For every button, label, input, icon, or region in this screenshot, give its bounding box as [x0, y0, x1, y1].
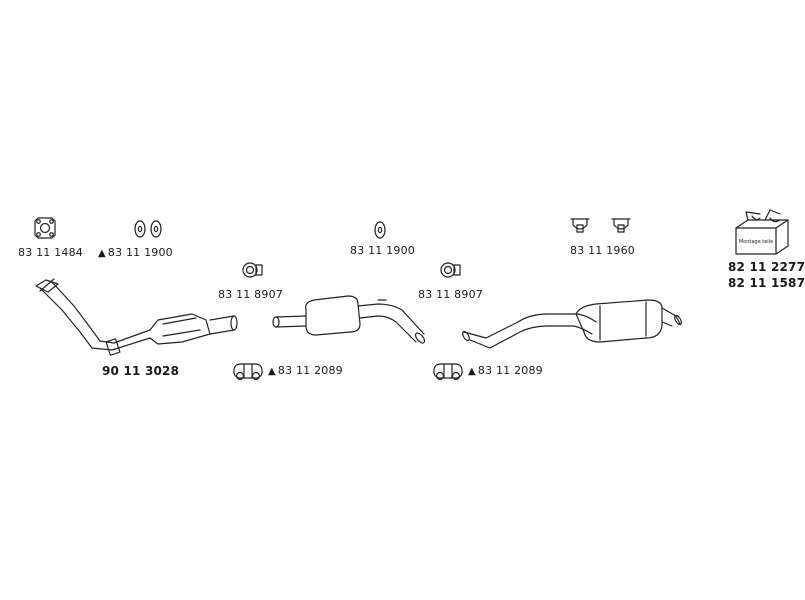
front-pipe-catalyst — [35, 278, 238, 356]
part-label-sleeve-clamp-1: ▲83 11 2089 — [268, 364, 343, 377]
part-number: 83 11 2089 — [277, 364, 343, 377]
clamp-ring-icon — [440, 262, 461, 278]
kit-box-text: Montage teile — [739, 239, 773, 245]
rubber-hanger-pair-icon — [134, 220, 162, 238]
part-label-mounting-kit-1: 82 11 2277 — [728, 260, 805, 274]
part-label-clamp-ring-2: 83 11 8907 — [418, 288, 483, 301]
part-label-hanger-rubber-1: ▲83 11 1900 — [98, 246, 173, 259]
sleeve-clamp-icon — [233, 363, 263, 381]
mounting-kit-box-icon — [735, 209, 789, 255]
part-label-front-pipe-catalyst: 90 11 3028 — [102, 364, 180, 378]
rubber-hanger-icon — [374, 221, 386, 239]
triangle-icon: ▲ — [98, 248, 106, 259]
part-number: 83 11 1900 — [107, 246, 173, 259]
flange-gasket-icon — [34, 217, 56, 239]
part-label-hanger-bracket: 83 11 1960 — [570, 244, 635, 257]
part-number: 83 11 2089 — [477, 364, 543, 377]
sleeve-clamp-icon — [433, 363, 463, 381]
part-label-clamp-ring-1: 83 11 8907 — [218, 288, 283, 301]
part-label-mounting-kit-2: 82 11 1587 — [728, 276, 805, 290]
part-label-hanger-rubber-2: 83 11 1900 — [350, 244, 415, 257]
triangle-icon: ▲ — [468, 366, 476, 377]
middle-pipe-muffler — [272, 295, 426, 344]
rear-pipe-silencer — [462, 299, 682, 349]
hanger-bracket-pair-icon — [570, 218, 631, 233]
part-label-flange-gasket: 83 11 1484 — [18, 246, 83, 259]
triangle-icon: ▲ — [268, 366, 276, 377]
clamp-ring-icon — [242, 262, 263, 278]
part-label-sleeve-clamp-2: ▲83 11 2089 — [468, 364, 543, 377]
